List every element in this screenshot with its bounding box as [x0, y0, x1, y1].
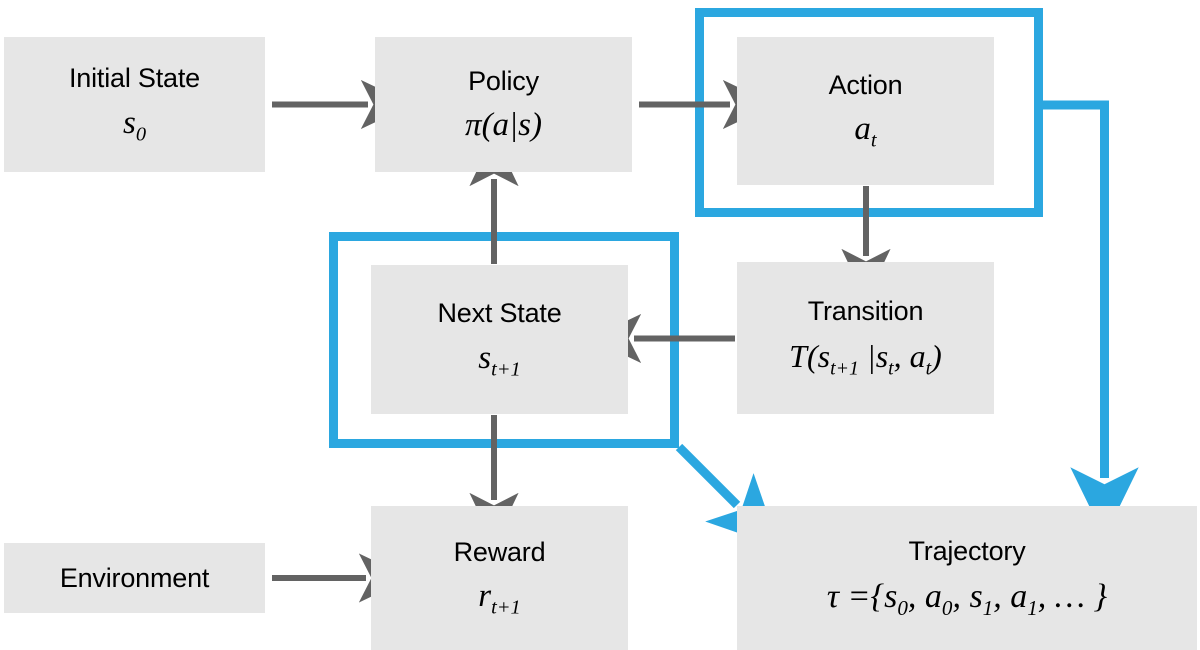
- node-action-formula: at: [854, 111, 877, 152]
- node-trajectory-title: Trajectory: [908, 536, 1026, 567]
- node-reward[interactable]: Reward rt+1: [371, 506, 628, 650]
- node-environment-title: Environment: [59, 562, 210, 593]
- node-next-state-formula: st+1: [478, 339, 521, 381]
- node-action[interactable]: Action at: [737, 37, 994, 185]
- node-initial-state[interactable]: Initial State s0: [4, 37, 265, 172]
- node-transition[interactable]: Transition T(st+1 |st, at): [737, 262, 994, 414]
- node-next-state-title: Next State: [437, 298, 562, 329]
- node-transition-title: Transition: [807, 296, 924, 327]
- node-initial-state-formula: s0: [122, 104, 147, 146]
- node-transition-formula: T(st+1 |st, at): [789, 337, 942, 379]
- edge-next-state-to-trajectory: [675, 443, 780, 548]
- node-action-title: Action: [828, 69, 903, 100]
- node-policy-formula: π(a|s): [465, 107, 542, 144]
- node-reward-title: Reward: [453, 536, 546, 567]
- edge-action-to-trajectory: [1038, 100, 1139, 538]
- node-initial-state-title: Initial State: [69, 63, 200, 94]
- node-trajectory[interactable]: Trajectory τ ={s0, a0, s1, a1, … }: [737, 506, 1197, 650]
- node-trajectory-formula: τ ={s0, a0, s1, a1, … }: [826, 577, 1108, 620]
- node-policy-title: Policy: [468, 65, 539, 96]
- node-reward-formula: rt+1: [478, 578, 521, 619]
- node-next-state[interactable]: Next State st+1: [371, 265, 628, 414]
- node-policy[interactable]: Policy π(a|s): [375, 37, 632, 172]
- node-environment[interactable]: Environment: [4, 543, 265, 613]
